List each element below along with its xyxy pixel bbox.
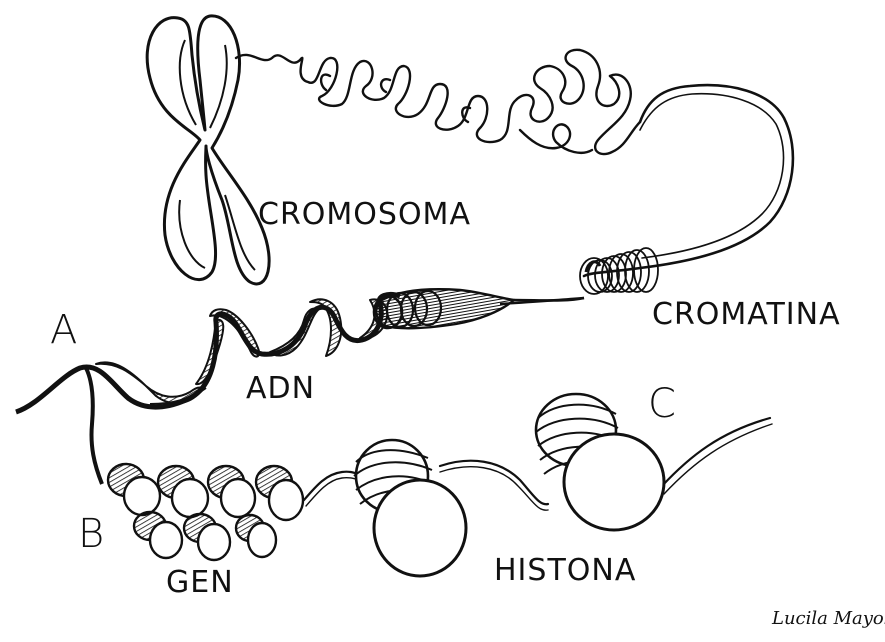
gene-nucleosomes xyxy=(108,464,303,560)
label-histone: Histona xyxy=(494,556,636,586)
gene-nucleosome xyxy=(208,466,255,517)
gene-nucleosome xyxy=(108,464,160,515)
gene-nucleosome xyxy=(236,515,276,557)
label-b: B xyxy=(78,514,104,554)
label-chromatin: Cromatina xyxy=(652,300,841,330)
label-c: C xyxy=(648,384,676,424)
histone-nucleosome-1 xyxy=(354,440,466,576)
label-gene: Gen xyxy=(166,568,234,598)
chromatin-fiber xyxy=(236,50,793,276)
gene-nucleosome xyxy=(256,466,303,520)
label-chromosome: Cromosoma xyxy=(258,200,471,230)
gene-nucleosome xyxy=(134,512,182,558)
histone-nucleosome-2 xyxy=(536,394,664,530)
artist-signature: Lucila Mayol xyxy=(772,610,885,628)
label-dna: ADN xyxy=(246,374,315,404)
label-a: A xyxy=(50,310,77,350)
gene-nucleosome xyxy=(184,514,230,560)
chromatin-coil xyxy=(500,248,658,304)
gene-nucleosome xyxy=(158,466,208,517)
